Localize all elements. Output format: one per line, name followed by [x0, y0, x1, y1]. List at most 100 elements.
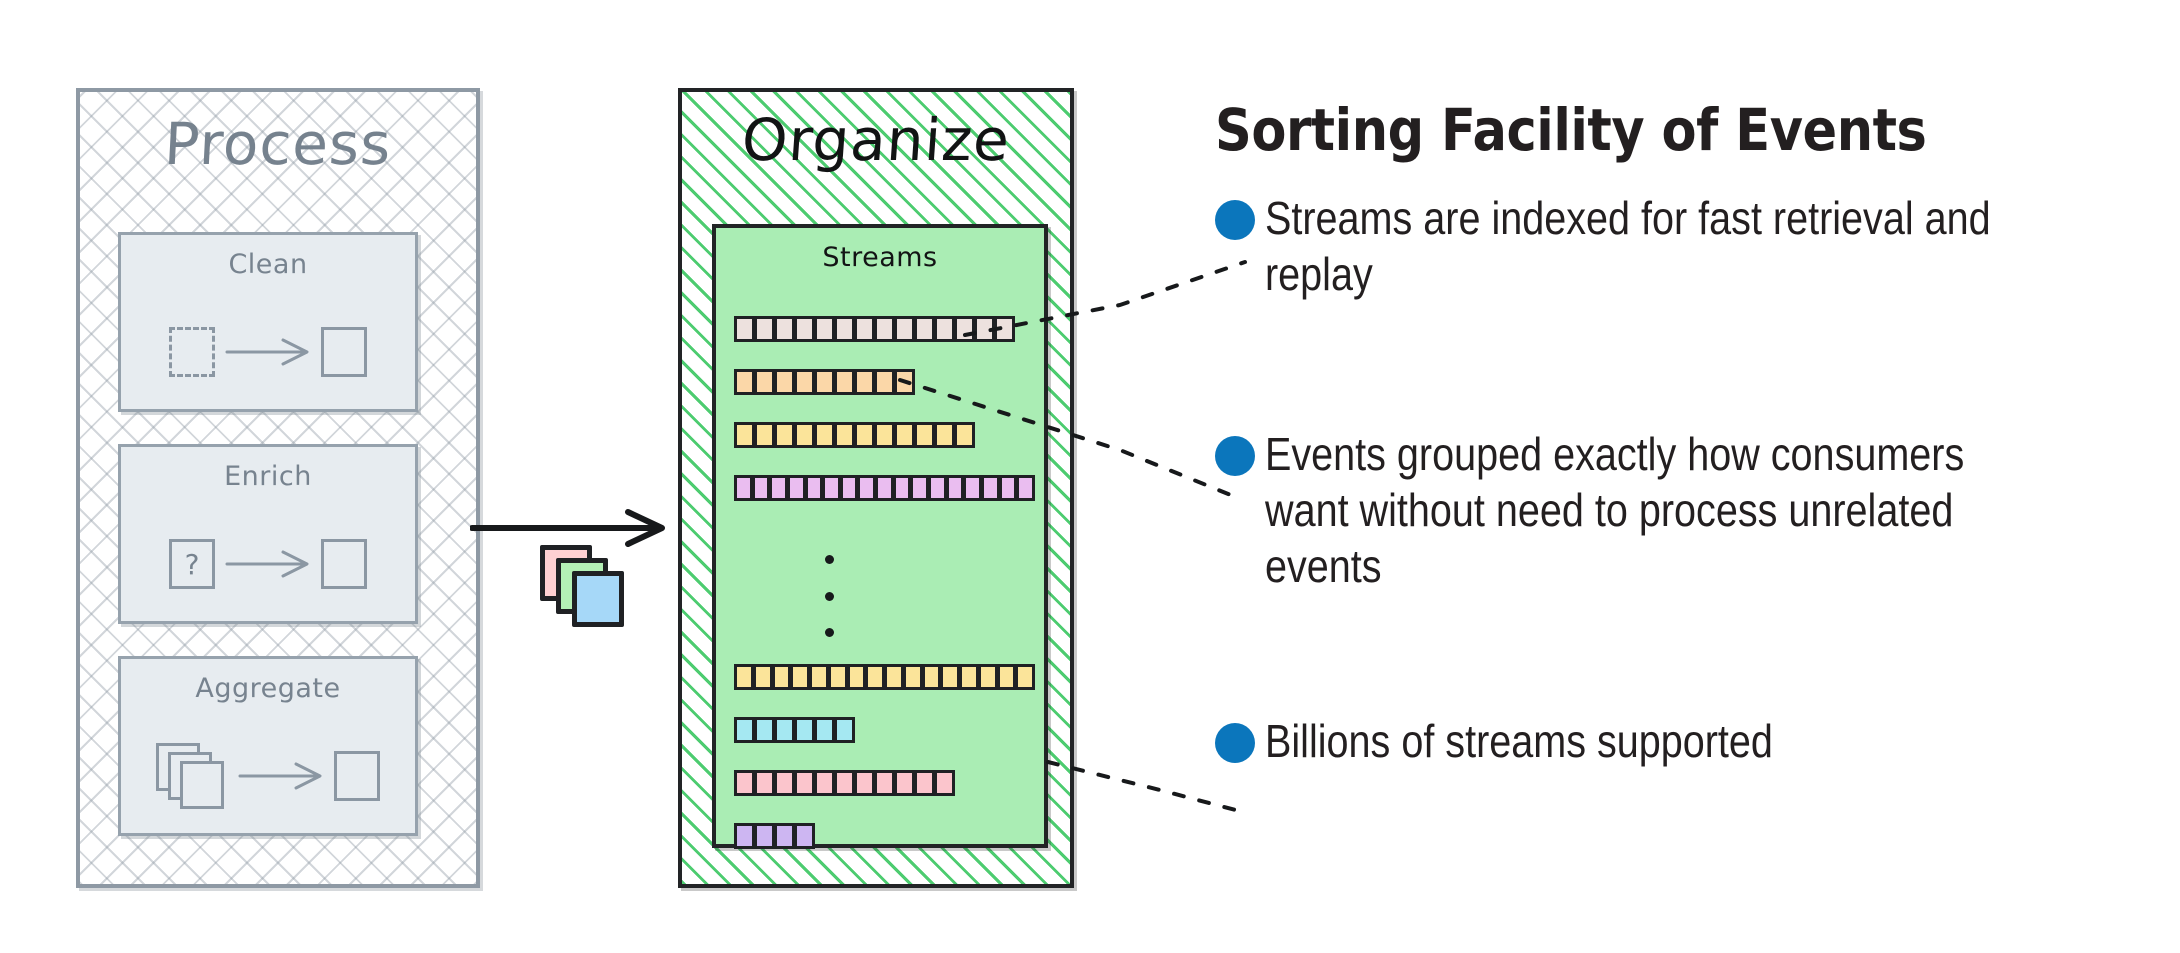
process-card-enrich[interactable]: Enrich ? [118, 444, 418, 624]
stream-segment [814, 422, 835, 448]
stream-segment [1016, 475, 1035, 501]
process-to-organize-arrow-icon [470, 509, 665, 547]
bullet-dot-icon [1215, 436, 1255, 477]
stream-segment [857, 475, 877, 501]
stream-segment [814, 369, 835, 395]
process-card-icon-row [121, 737, 415, 815]
arrow-right-icon [225, 550, 309, 578]
stream-row [734, 316, 1034, 342]
process-card-label: Clean [228, 249, 308, 280]
stream-segment [865, 664, 885, 690]
stream-segment [875, 475, 894, 501]
stream-segment [734, 369, 755, 395]
bullet-dot-icon [1215, 722, 1255, 763]
stacked-cards-icon [540, 545, 630, 627]
stream-segment [998, 475, 1018, 501]
stream-segment [854, 770, 875, 796]
stream-segment [834, 369, 855, 395]
stream-segment [754, 316, 775, 342]
stream-segment [914, 770, 935, 796]
stream-segment [1015, 664, 1035, 690]
stream-segment [754, 823, 775, 849]
stream-segment [894, 770, 915, 796]
stream-segment [892, 475, 912, 501]
arrow-right-icon [238, 762, 322, 790]
stream-segment [963, 475, 982, 501]
stream-segment [794, 369, 815, 395]
stream-segment [754, 717, 775, 743]
stream-segment [734, 664, 754, 690]
stream-segment [786, 475, 806, 501]
stream-segment [996, 664, 1017, 690]
stream-segment [994, 316, 1015, 342]
process-panel-title: Process [162, 110, 394, 178]
stream-segment [910, 475, 930, 501]
stream-segment [734, 422, 755, 448]
question-square-icon: ? [169, 539, 215, 589]
stream-segment [839, 475, 859, 501]
stream-segment [945, 475, 965, 501]
streams-label: Streams [822, 242, 938, 273]
process-card-icon-row: ? [121, 525, 415, 603]
stream-segment [834, 422, 855, 448]
stream-segment [974, 316, 995, 342]
stream-segment [734, 316, 755, 342]
stream-segment [752, 664, 773, 690]
stream-segment [921, 664, 942, 690]
stream-segment [874, 770, 895, 796]
stream-row [734, 475, 1035, 501]
stream-segment [940, 664, 960, 690]
bullet-text: Streams are indexed for fast retrieval a… [1265, 192, 1991, 301]
callout-text-column: Sorting Facility of Events Streams are i… [1215, 96, 2145, 811]
stream-row [734, 770, 1034, 796]
stream-row [734, 369, 1034, 395]
stream-segment [894, 316, 915, 342]
question-mark-glyph: ? [184, 547, 200, 581]
stream-segment [774, 823, 795, 849]
process-card-icon-row [121, 313, 415, 391]
stream-segment [928, 475, 947, 501]
stream-segment [774, 369, 795, 395]
organize-panel-title: Organize [739, 106, 1013, 174]
stream-segment [854, 316, 875, 342]
square-icon [321, 327, 367, 377]
connector-line-3 [1046, 760, 1245, 814]
process-card-label: Enrich [224, 461, 312, 492]
stream-segment [790, 664, 810, 690]
process-card-label: Aggregate [195, 673, 341, 704]
bullet-dot-icon [1215, 200, 1255, 240]
stream-rows-bottom [734, 664, 1035, 849]
stream-segment [769, 475, 788, 501]
stream-segment [894, 422, 915, 448]
stream-row [734, 422, 1034, 448]
stream-segment [914, 422, 935, 448]
process-card-aggregate[interactable]: Aggregate [118, 656, 418, 836]
stream-segment [734, 823, 755, 849]
stream-segment [854, 422, 875, 448]
page-title: Sorting Facility of Events [1215, 96, 1927, 164]
stream-row [734, 823, 1034, 849]
bullet-item: Billions of streams supported [1215, 713, 2145, 769]
square-icon [321, 539, 367, 589]
stream-segment [754, 369, 775, 395]
process-card-clean[interactable]: Clean [118, 232, 418, 412]
stream-segment [814, 770, 835, 796]
stream-segment [822, 475, 841, 501]
stream-segment [794, 316, 815, 342]
stream-segment [884, 664, 904, 690]
stream-segment [902, 664, 923, 690]
dashed-square-icon [169, 327, 215, 377]
stream-segment [914, 316, 935, 342]
stream-rows-top [734, 316, 1035, 501]
process-panel: Process Clean Enrich ? [76, 88, 480, 888]
stream-segment [980, 475, 1000, 501]
stream-segment [834, 316, 855, 342]
stream-row [734, 717, 1034, 743]
bullet-item: Streams are indexed for fast retrieval a… [1215, 190, 2145, 302]
stacked-squares-icon [156, 743, 228, 809]
stream-segment [804, 475, 824, 501]
stream-row [734, 664, 1035, 690]
stream-segment [774, 770, 795, 796]
stream-segment [834, 717, 855, 743]
